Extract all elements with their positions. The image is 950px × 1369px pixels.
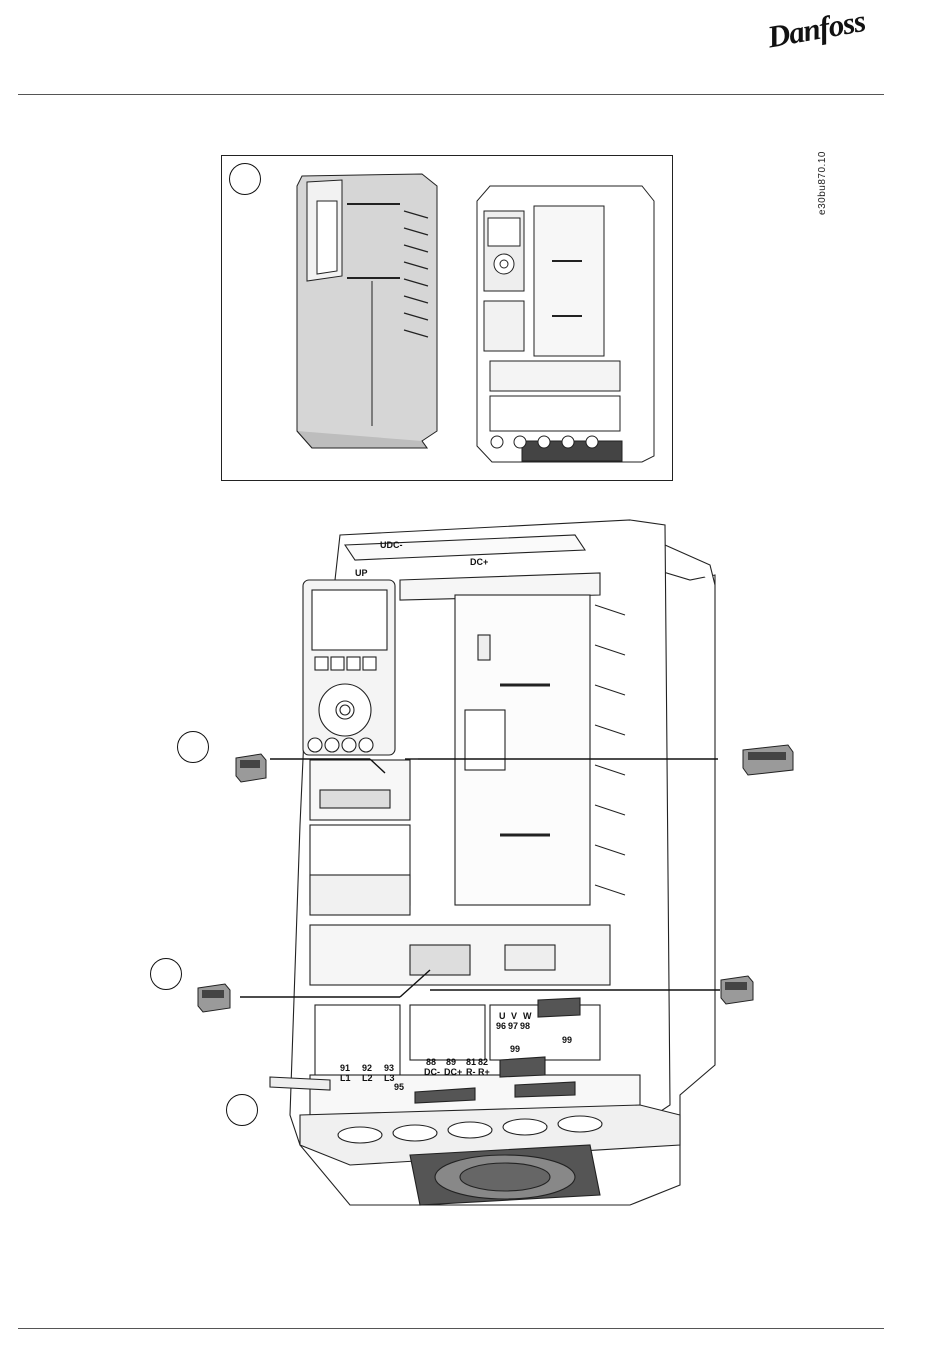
label-98: 98	[520, 1021, 530, 1031]
label-u: U	[499, 1011, 506, 1021]
label-92: 92	[362, 1063, 372, 1073]
label-89: 89	[446, 1057, 456, 1067]
connector-plug-right-bottom	[718, 972, 756, 1006]
label-99-b: 99	[562, 1035, 572, 1045]
drive-with-cover-drawing	[222, 156, 672, 480]
label-l2: L2	[362, 1073, 373, 1083]
label-82: 82	[478, 1057, 488, 1067]
drive-body	[477, 186, 654, 462]
label-up: UP	[355, 568, 368, 578]
connector-plug-left-bottom	[195, 980, 233, 1014]
label-v: V	[511, 1011, 517, 1021]
label-r-minus: R-	[466, 1067, 476, 1077]
label-93: 93	[384, 1063, 394, 1073]
label-99-a: 99	[510, 1044, 520, 1054]
label-88: 88	[426, 1057, 436, 1067]
label-l3: L3	[384, 1073, 395, 1083]
connector-plug-left-top	[233, 750, 269, 784]
label-81: 81	[466, 1057, 476, 1067]
danfoss-logo: Danfoss	[765, 1, 883, 66]
label-l1: L1	[340, 1073, 351, 1083]
label-udc-minus: UDC-	[380, 540, 403, 550]
label-dc-plus: DC+	[470, 557, 488, 567]
callout-1	[229, 163, 261, 195]
connector-plug-right-top	[740, 742, 796, 778]
label-w: W	[523, 1011, 532, 1021]
callout-4	[226, 1094, 258, 1126]
label-dc-plus-2: DC+	[444, 1067, 462, 1077]
label-95: 95	[394, 1082, 404, 1092]
callout-2	[177, 731, 209, 763]
label-91: 91	[340, 1063, 350, 1073]
header-rule	[18, 94, 884, 95]
figure-code: e30bu870.10	[817, 138, 833, 228]
label-r-plus: R+	[478, 1067, 490, 1077]
footer-rule	[18, 1328, 884, 1329]
label-97: 97	[508, 1021, 518, 1031]
label-dc-minus: DC-	[424, 1067, 440, 1077]
top-illustration-frame	[221, 155, 673, 481]
label-96: 96	[496, 1021, 506, 1031]
callout-3	[150, 958, 182, 990]
front-cover	[297, 174, 437, 448]
